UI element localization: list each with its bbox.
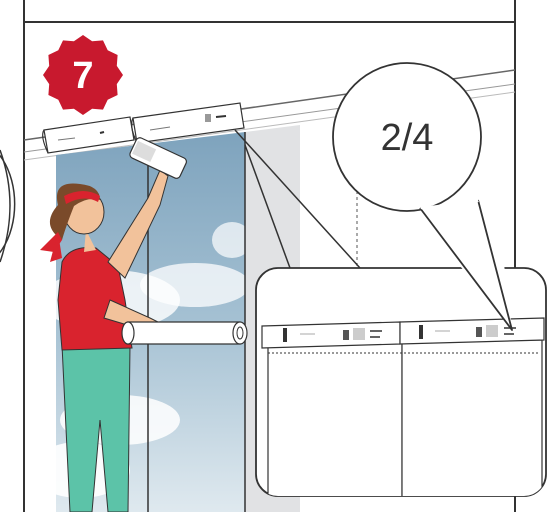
film-roll [122,322,247,344]
previous-callout-edge [0,140,15,268]
flower-badge-icon: 7 [43,35,123,115]
callout-label: 2/4 [381,117,434,159]
step-number: 7 [72,55,93,97]
